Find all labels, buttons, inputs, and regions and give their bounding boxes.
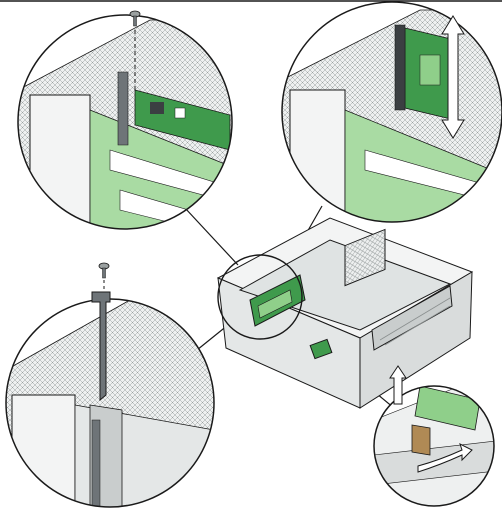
leader-line-bottom-left — [196, 324, 229, 351]
tr-bracket — [394, 24, 406, 111]
chassis-mesh-panel — [344, 228, 386, 287]
magnified-view-bottom-right — [373, 365, 495, 507]
magnified-view-bottom-left — [5, 262, 215, 508]
br-vertical-arrow — [389, 365, 407, 405]
br-latch — [411, 424, 431, 456]
server-chassis — [216, 217, 474, 409]
screw-icon — [129, 10, 141, 27]
br-pci-card — [414, 386, 481, 431]
screw-icon — [98, 262, 110, 279]
bl-pci-bracket — [91, 291, 111, 402]
drive-bays — [371, 285, 453, 351]
tl-chassis-front — [29, 94, 91, 229]
leader-line-top-left — [184, 207, 239, 266]
magnified-view-top-right — [281, 1, 502, 223]
up-down-arrow-icon — [441, 15, 465, 139]
tl-bracket — [117, 71, 129, 146]
magnified-view-top-left — [17, 10, 233, 230]
riser-connector — [309, 338, 333, 360]
server-slot-highlight-circle — [217, 254, 303, 340]
curved-arrow-icon — [417, 443, 473, 473]
